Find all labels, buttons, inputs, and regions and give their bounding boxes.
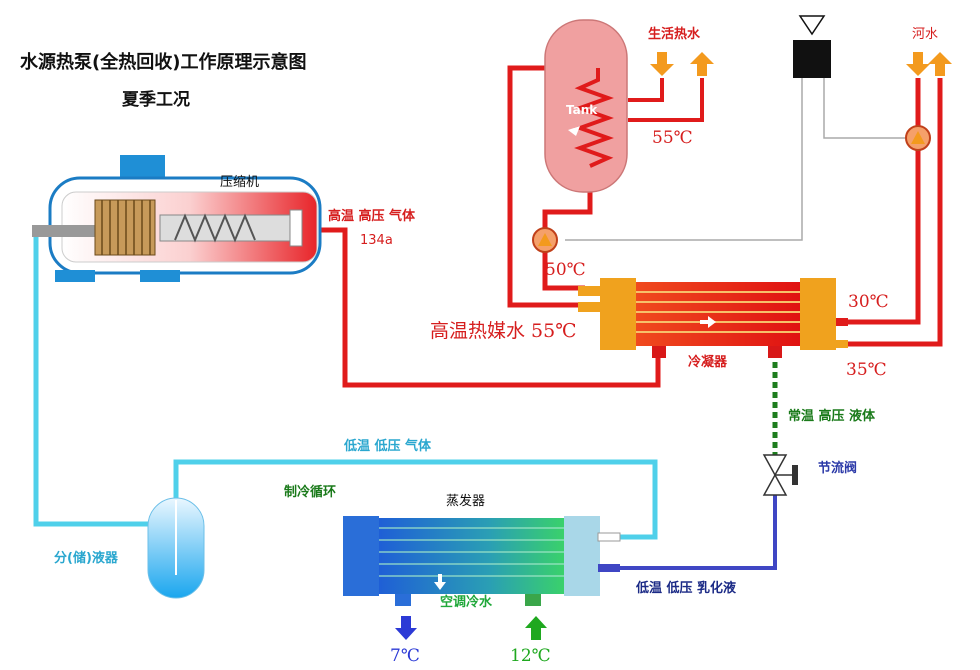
return-temp-label: 12℃	[510, 646, 551, 666]
condenser-flow-arrow	[700, 316, 716, 328]
river-in-arrow	[906, 52, 930, 76]
control-line-2	[823, 78, 905, 139]
heat-medium-label: 高温热媒水 55℃	[430, 320, 577, 342]
condenser-label: 冷凝器	[688, 355, 728, 370]
river-inlet-pipe	[846, 78, 921, 325]
controller	[793, 15, 831, 78]
heat-medium-pipe-return	[542, 150, 593, 291]
throttle-valve	[762, 454, 798, 496]
domestic-water-pipe-1	[628, 78, 664, 102]
domestic-hot-water-label: 生活热水	[648, 27, 701, 42]
condenser-outlet-temp: 35℃	[846, 360, 887, 380]
separator	[147, 497, 205, 599]
low-mix-label: 低温 低压 乳化液	[636, 581, 737, 596]
hot-water-in-arrow	[690, 52, 714, 76]
evaporator-flow-arrow	[434, 574, 446, 590]
chilled-supply-arrow	[395, 616, 417, 640]
river-out-arrow	[928, 52, 952, 76]
liquid-label: 常温 高压 液体	[788, 409, 876, 424]
ac-water-label: 空调冷水	[440, 595, 493, 610]
throttle-label: 节流阀	[818, 461, 858, 476]
tank-flow-arrow	[568, 126, 580, 136]
evaporator	[343, 516, 621, 606]
refrigerant-label: 134a	[360, 233, 393, 248]
river-pump	[905, 125, 931, 151]
evaporator-label: 蒸发器	[446, 494, 486, 509]
chilled-return-arrow	[525, 616, 547, 640]
hot-gas-pipe	[318, 227, 661, 388]
refrigeration-cycle-label: 制冷循环	[284, 485, 337, 500]
domestic-water-pipe-2	[628, 78, 704, 122]
compressor-label: 压缩机	[220, 175, 260, 190]
tank-temp-label: 55℃	[652, 128, 693, 148]
condenser	[578, 278, 848, 358]
low-gas-pipe	[173, 459, 658, 540]
mix-pipe	[598, 495, 777, 570]
hot-water-out-arrow	[650, 52, 674, 76]
condenser-inlet-temp: 30℃	[848, 292, 889, 312]
hot-gas-label: 高温 高压 气体	[328, 209, 416, 224]
river-water-label: 河水	[912, 27, 939, 42]
suction-pipe	[33, 235, 152, 527]
low-gas-label: 低温 低压 气体	[344, 439, 432, 454]
compressor	[32, 155, 322, 282]
supply-temp-label: 7℃	[390, 646, 420, 666]
control-line-1	[565, 78, 803, 241]
separator-label: 分(储)液器	[54, 551, 118, 566]
river-outlet-pipe	[846, 78, 943, 347]
tank-label: Tank	[566, 103, 598, 117]
pump-temp-label: 50℃	[545, 260, 586, 280]
diagram-title: 水源热泵(全热回收)工作原理示意图	[20, 52, 307, 73]
tank-pump	[532, 227, 558, 253]
diagram-subtitle: 夏季工况	[122, 90, 190, 110]
